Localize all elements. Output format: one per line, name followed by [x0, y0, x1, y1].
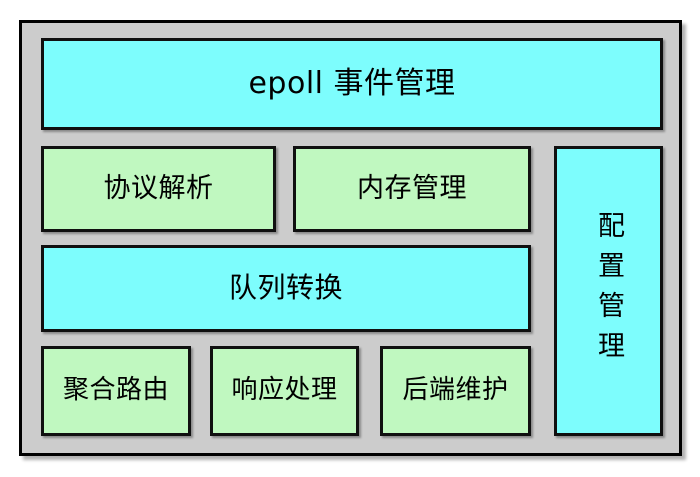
box-backend-maintenance[interactable]: 后端维护	[380, 346, 531, 436]
box-backend-maintenance-label: 后端维护	[402, 375, 509, 406]
box-queue-conversion[interactable]: 队列转换	[41, 245, 531, 332]
box-aggregate-routing-label: 聚合路由	[62, 375, 169, 406]
box-memory-management[interactable]: 内存管理	[293, 146, 531, 232]
box-memory-management-label: 内存管理	[357, 173, 467, 205]
box-protocol-parsing-label: 协议解析	[103, 173, 214, 205]
box-response-handling[interactable]: 响应处理	[210, 346, 359, 436]
architecture-frame: epoll 事件管理 协议解析 内存管理 队列转换 聚合路由 响应处理 后端维护…	[19, 20, 682, 456]
box-response-handling-label: 响应处理	[231, 375, 338, 406]
box-configuration-management-label: 配置管理	[593, 211, 624, 371]
box-epoll-event-management-label: epoll 事件管理	[248, 65, 456, 101]
box-protocol-parsing[interactable]: 协议解析	[41, 146, 276, 232]
box-queue-conversion-label: 队列转换	[228, 271, 343, 305]
box-aggregate-routing[interactable]: 聚合路由	[41, 346, 191, 436]
box-configuration-management[interactable]: 配置管理	[554, 146, 663, 436]
box-epoll-event-management[interactable]: epoll 事件管理	[41, 38, 663, 130]
